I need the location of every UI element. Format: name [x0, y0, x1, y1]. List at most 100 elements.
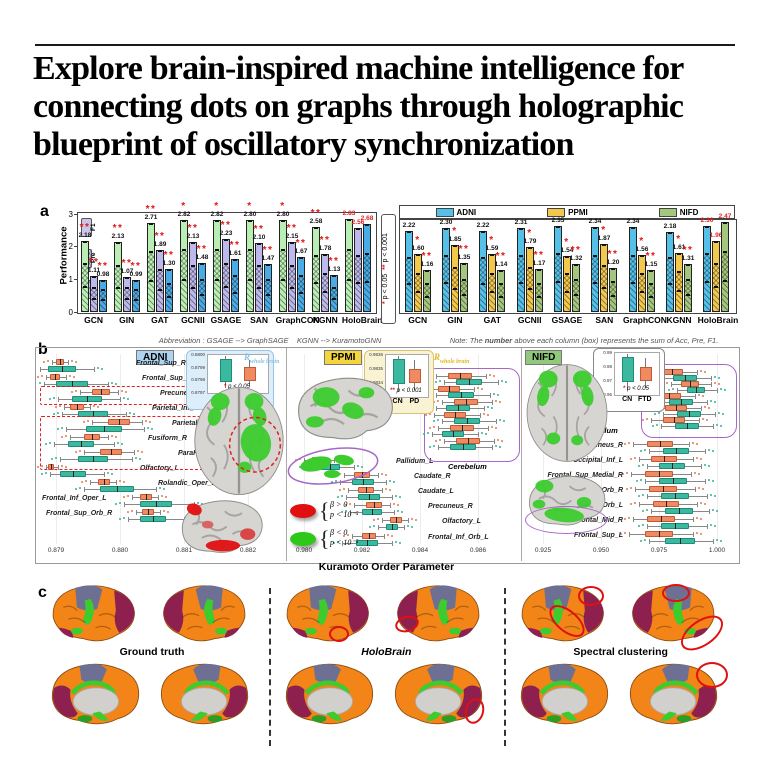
- bar-value: 1.17: [532, 260, 546, 267]
- scatter-dot: [714, 376, 716, 378]
- error-bar: [167, 269, 171, 271]
- boxplot-cap: [84, 450, 85, 455]
- sig-stars: **: [220, 220, 232, 231]
- error-bar: [490, 273, 494, 275]
- boxplot-cap: [62, 412, 63, 417]
- boxplot-median: [104, 426, 105, 432]
- cluster-group-3: Spectral clustering: [504, 582, 738, 754]
- cluster-group-2: HoloBrain: [269, 582, 503, 754]
- bar-seg-pre: [630, 257, 636, 284]
- bar-value: 1.07: [120, 268, 134, 275]
- scatter-dot: [704, 406, 706, 408]
- brain-lateral-left: [275, 582, 379, 648]
- bar-seg-acc: [91, 300, 97, 311]
- scatter-dot: [708, 465, 710, 467]
- error-bar: [281, 279, 285, 281]
- bar-seg-acc: [355, 284, 361, 311]
- bar-gcn-adni: [405, 231, 413, 312]
- inset-y-tick: 0.96: [603, 392, 612, 397]
- scatter-dot: [399, 496, 401, 498]
- bar-value: 2.80: [243, 211, 257, 218]
- sig-stars: **: [570, 245, 582, 256]
- scatter-dot: [93, 405, 95, 407]
- boxplot-median: [449, 386, 450, 392]
- scatter-dot: [636, 480, 638, 482]
- boxplot-median: [458, 405, 459, 411]
- x-tick-label: 0.980: [295, 547, 313, 554]
- scatter-dot: [341, 511, 343, 513]
- error-bar: [149, 280, 153, 282]
- bar-seg-acc: [639, 293, 645, 311]
- boxplot-median: [675, 523, 676, 529]
- bar-seg-acc: [601, 289, 607, 311]
- boxplot-median: [92, 434, 93, 440]
- bar-seg-pre: [518, 257, 524, 284]
- error-bar: [499, 296, 503, 298]
- inset-box-cn: [220, 359, 232, 382]
- scatter-dot: [620, 533, 622, 535]
- boxplot-cap: [444, 439, 445, 444]
- cluster-group-label: HoloBrain: [361, 646, 412, 658]
- scatter-dot: [385, 488, 387, 490]
- boxplot-cap: [713, 424, 714, 429]
- sig-stars: **: [97, 261, 109, 272]
- error-bar: [347, 279, 351, 281]
- error-bar: [281, 220, 285, 222]
- category-label: GraphCON: [275, 315, 320, 325]
- boxplot-cap: [707, 494, 708, 499]
- error-bar: [519, 255, 523, 257]
- scatter-dot: [407, 525, 409, 527]
- bar-gcnii-nifd: [535, 269, 543, 312]
- error-bar: [462, 279, 466, 281]
- error-bar: [723, 251, 727, 253]
- y-tick: [74, 279, 77, 281]
- scatter-dot: [127, 398, 129, 400]
- brain-medial-right: [624, 660, 724, 732]
- scatter-dot: [698, 487, 700, 489]
- scatter-dot: [349, 503, 351, 505]
- boxplot-cap: [478, 432, 479, 437]
- scatter-dot: [53, 413, 55, 415]
- difference-annotation-ellipse: [329, 626, 350, 642]
- scatter-dot: [373, 525, 375, 527]
- scatter-dot: [339, 489, 341, 491]
- inset-box-patient: [409, 368, 422, 384]
- inset-y-tick: 0.8800: [191, 352, 205, 357]
- boxplot-cap: [156, 487, 157, 492]
- error-bar: [257, 243, 261, 245]
- sig-stars: **: [319, 235, 331, 246]
- bar-seg-acc: [667, 285, 673, 311]
- scatter-dot: [335, 480, 337, 482]
- scatter-dot: [425, 414, 427, 416]
- scatter-dot: [624, 532, 626, 534]
- scatter-dot: [435, 440, 437, 442]
- boxplot-cap: [348, 488, 349, 493]
- scatter-dot: [485, 433, 487, 435]
- bar-seg-pre: [181, 251, 187, 281]
- scatter-dot: [718, 412, 720, 414]
- boxplot-cap: [108, 435, 109, 440]
- scatter-dot: [495, 400, 497, 402]
- bar-seg-pre: [232, 277, 238, 294]
- scatter-dot: [345, 504, 347, 506]
- bar-value: 1.30: [162, 260, 176, 267]
- boxplot-cap: [116, 480, 117, 485]
- boxplot-median: [153, 516, 154, 522]
- bar-seg-pre: [355, 257, 361, 284]
- error-bar: [537, 269, 541, 271]
- bar-seg-pre: [452, 269, 458, 290]
- scatter-dot: [704, 371, 706, 373]
- bar-seg-pre: [406, 259, 412, 285]
- difference-annotation-ellipse: [661, 584, 690, 602]
- x-tick-label: 0.925: [534, 547, 552, 554]
- scatter-dot: [121, 443, 123, 445]
- scatter-dot: [702, 418, 704, 420]
- boxplot-cap: [444, 380, 445, 385]
- boxplot-median: [672, 369, 673, 375]
- scatter-dot: [397, 510, 399, 512]
- sig-stars: **: [533, 250, 545, 261]
- scatter-dot: [712, 450, 714, 452]
- cerebellum-group-outline: [424, 368, 520, 462]
- scatter-dot: [369, 526, 371, 528]
